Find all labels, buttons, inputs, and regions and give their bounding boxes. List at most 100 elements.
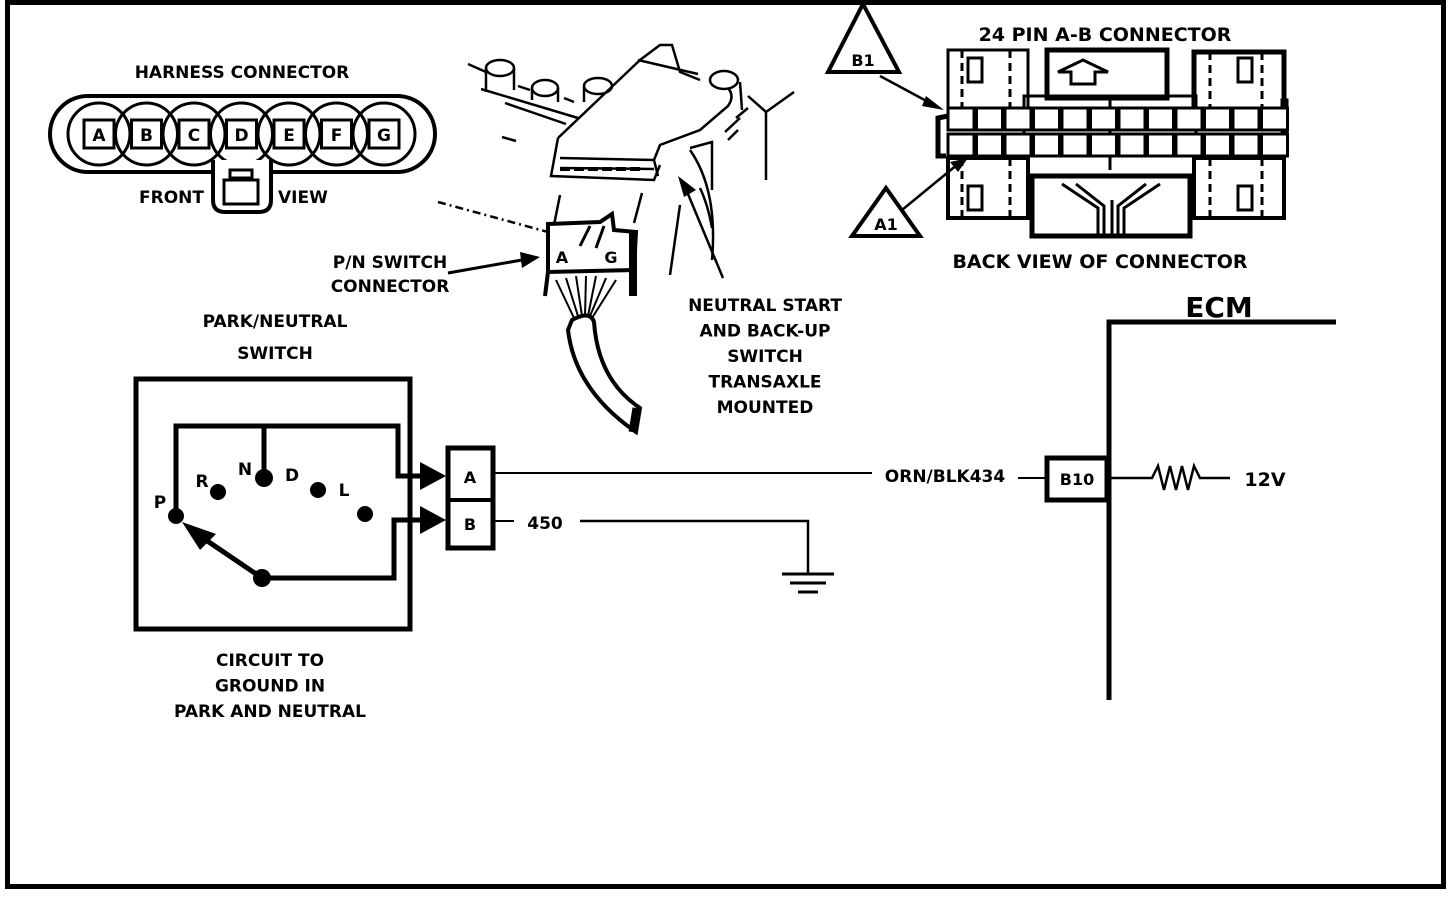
pn-connector-body — [546, 210, 639, 275]
terminal-a-arrow-icon — [420, 462, 446, 490]
ab-connector-cavity — [1003, 106, 1033, 132]
ab-connector-cavity — [1203, 106, 1232, 132]
ab-connector-cavity — [1117, 106, 1147, 132]
pn-connector-cable — [565, 313, 643, 436]
b1-arrowhead-icon — [922, 96, 944, 110]
pn-connector-label-line1: P/N SWITCH — [333, 253, 447, 273]
contact-p — [168, 508, 184, 524]
ab-connector-cavity — [1003, 132, 1033, 158]
pn-switch-title-line2: SWITCH — [237, 344, 313, 364]
harness-pin-a: A — [66, 101, 132, 167]
ab-connector-cavity — [1032, 106, 1061, 132]
switch-arm — [198, 533, 264, 581]
wire-a-label: ORN/BLK434 — [885, 467, 1006, 487]
position-l: L — [339, 481, 350, 501]
ecm-boundary — [1106, 319, 1336, 700]
resistor-icon — [1111, 462, 1230, 491]
harness-key-slot — [222, 178, 260, 206]
ab-connector-cavity — [975, 132, 1004, 158]
ecm: ECM B10 12V — [1044, 291, 1336, 700]
pn-connector-label-line2: CONNECTOR — [331, 277, 450, 297]
contact-r — [210, 484, 226, 500]
ab-connector: 24 PIN A-B CONNECTOR — [824, 0, 1289, 273]
transaxle-note-line: SWITCH — [727, 347, 803, 367]
pn-switch-caption-line: PARK AND NEUTRAL — [174, 702, 366, 722]
contact-n — [255, 469, 273, 487]
front-label: FRONT — [139, 188, 204, 208]
harness-pin-label: E — [283, 126, 295, 146]
transaxle-note-line: NEUTRAL START — [688, 296, 842, 316]
harness-pin-label: F — [331, 126, 343, 146]
ab-connector-cavity — [1146, 106, 1175, 132]
b1-marker-label: B1 — [851, 51, 874, 70]
transaxle-note: NEUTRAL START AND BACK-UP SWITCH TRANSAXLE M… — [688, 296, 842, 418]
ab-connector-cavity — [1174, 106, 1204, 132]
ab-connector-cavity — [946, 106, 976, 132]
ab-connector-cavity — [946, 132, 976, 158]
wiring: ORN/BLK434 450 — [493, 467, 1046, 594]
ab-connector-cavity — [1089, 132, 1118, 158]
pn-connector-leader — [447, 258, 523, 275]
ab-connector-cavity — [1117, 132, 1147, 158]
ab-connector-cavity — [1203, 132, 1232, 158]
harness-pin-b: B — [114, 101, 179, 167]
transaxle-switch-sketch — [437, 43, 795, 279]
ecm-title: ECM — [1185, 291, 1253, 324]
ab-connector-cavity — [1260, 132, 1289, 158]
ground-icon — [782, 572, 834, 594]
contact-d — [310, 482, 326, 498]
harness-pin-label: B — [140, 126, 153, 146]
ecm-pin-b10 — [1044, 455, 1110, 503]
ab-connector-cavity — [1060, 106, 1090, 132]
pn-switch-title-line1: PARK/NEUTRAL — [203, 312, 348, 332]
ab-connector-cavity — [1032, 132, 1061, 158]
ecm-pin-label: B10 — [1060, 470, 1094, 489]
ab-connector-subtitle: BACK VIEW OF CONNECTOR — [952, 251, 1247, 273]
ab-connector-cavity — [1060, 132, 1090, 158]
diagram-frame — [5, 0, 1446, 889]
contact-l — [357, 506, 373, 522]
ab-connector-cavity — [1231, 106, 1261, 132]
pn-connector-pin-a: A — [556, 248, 569, 267]
harness-pin-e: E — [256, 101, 322, 167]
ab-connector-cavity — [1231, 132, 1261, 158]
a1-marker-label: A1 — [874, 215, 898, 234]
pn-switch-connector: P/N SWITCH CONNECTOR A G — [331, 210, 643, 436]
terminal-b-arrow-icon — [420, 506, 446, 534]
a1-arrowhead-icon — [950, 158, 968, 172]
harness-pin-label: G — [377, 126, 391, 146]
ab-connector-cavity — [1174, 132, 1204, 158]
pn-switch-caption-line: CIRCUIT TO — [216, 651, 324, 671]
ab-connector-cavity — [975, 106, 1004, 132]
position-p: P — [154, 493, 166, 513]
view-label: VIEW — [278, 188, 328, 208]
b1-marker-triangle — [824, 0, 903, 74]
transaxle-note-line: MOUNTED — [717, 398, 814, 418]
position-d: D — [285, 466, 299, 486]
position-n: N — [238, 460, 252, 480]
switch-arm-arrowhead-icon — [182, 522, 216, 550]
terminal-a-label: A — [464, 468, 477, 487]
a1-marker-triangle — [848, 184, 924, 238]
harness-pin-f: F — [304, 101, 369, 167]
harness-key-latch — [228, 168, 254, 180]
harness-pin-g: G — [351, 101, 417, 167]
ab-connector-cavity — [1089, 106, 1118, 132]
harness-connector-title: HARNESS CONNECTOR — [135, 63, 350, 83]
pn-switch-caption-line: GROUND IN — [215, 677, 325, 697]
position-r: R — [195, 472, 208, 492]
pn-connector-wires — [555, 275, 617, 319]
park-neutral-switch: PARK/NEUTRAL SWITCH P R N D L A B CIRCUI… — [133, 312, 496, 722]
pn-connector-pin-g: G — [604, 248, 617, 267]
ab-connector-cavity — [1146, 132, 1175, 158]
terminal-b-label: B — [464, 515, 476, 534]
ecm-supply-voltage: 12V — [1244, 469, 1285, 491]
transaxle-note-line: TRANSAXLE — [708, 373, 821, 393]
harness-pin-c: C — [161, 101, 227, 167]
ab-connector-cavity — [1260, 106, 1289, 132]
harness-pin-d: D — [209, 101, 274, 167]
wire-b-label: 450 — [527, 514, 563, 534]
transaxle-note-line: AND BACK-UP — [699, 322, 830, 342]
